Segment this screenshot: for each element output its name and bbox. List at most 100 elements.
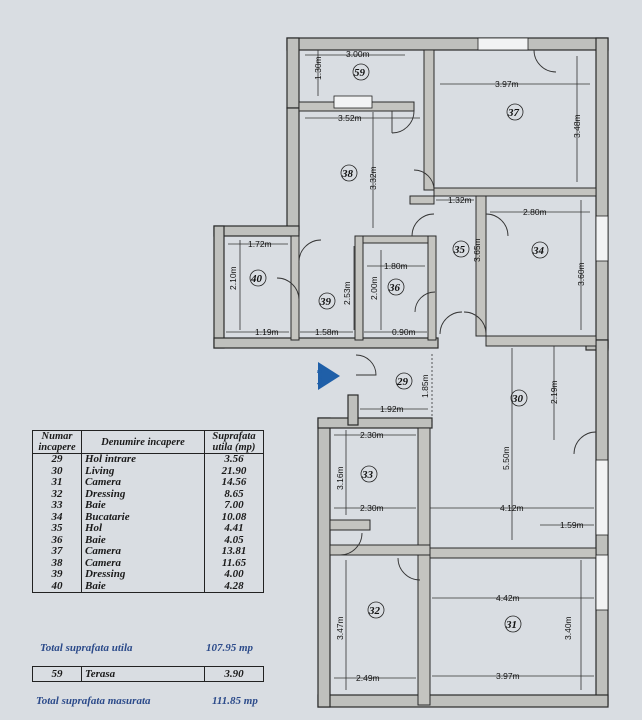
room-area-cell: 13.81 [204, 545, 264, 558]
dim-label: 1.58m [315, 327, 339, 337]
dim-label: 3.97m [496, 671, 520, 681]
room-area-cell: 11.65 [204, 557, 264, 569]
dim-label: 1.92m [380, 404, 404, 414]
room-area-cell: 4.41 [204, 522, 264, 535]
dim-label: 4.12m [500, 503, 524, 513]
total-utila-label: Total suprafata utila [40, 642, 133, 654]
room-number-cell: 40 [32, 580, 82, 593]
room-number-cell: 29 [32, 453, 82, 466]
room-name-cell: Hol intrare [81, 453, 205, 466]
room-number: 31 [505, 619, 517, 631]
dim-label: 3.47m [335, 616, 345, 640]
dim-label: 1.85m [420, 374, 430, 398]
room-number: 59 [354, 67, 366, 79]
dim-label: 3.00m [346, 49, 370, 59]
room-number-cell: 37 [32, 545, 82, 558]
room-name-cell: Baie [81, 580, 205, 593]
dimension-lines [226, 50, 594, 690]
dim-label: 3.52m [338, 113, 362, 123]
dim-label: 1.80m [384, 261, 408, 271]
room-number: 30 [511, 393, 524, 405]
dim-label: 3.60m [576, 262, 586, 286]
room-name-cell: Camera [81, 545, 205, 558]
header-numar: Numar incapere [32, 430, 82, 454]
dim-label: 3.32m [368, 166, 378, 190]
room-area-cell: 21.90 [204, 465, 264, 477]
room-number-cell: 31 [32, 476, 82, 489]
room-name-cell: Camera [81, 476, 205, 489]
room-number: 35 [453, 244, 466, 256]
room-area-cell: 3.56 [204, 453, 264, 466]
doors [276, 49, 597, 581]
room-area-cell: 4.05 [204, 534, 264, 546]
room-number-cell: 39 [32, 568, 82, 581]
room-area-cell: 10.08 [204, 511, 264, 523]
terasa-value: 3.90 [204, 666, 264, 682]
room-number: 32 [368, 605, 381, 617]
dim-label: 5.50m [501, 446, 511, 470]
room-name-cell: Hol [81, 522, 205, 535]
total-utila-value: 107.95 mp [206, 642, 254, 654]
dim-label: 1.32m [448, 195, 472, 205]
dim-label: 2.30m [360, 503, 384, 513]
dim-label: 2.80m [523, 207, 547, 217]
total-masurata-value: 111.85 mp [212, 695, 258, 707]
walls [213, 37, 609, 708]
dim-label: 1.59m [560, 520, 584, 530]
room-area-cell: 4.00 [204, 568, 264, 581]
room-name-cell: Baie [81, 499, 205, 512]
dim-label: 2.49m [356, 673, 380, 683]
dim-label: 2.19m [549, 380, 559, 404]
room-area-cell: 7.00 [204, 499, 264, 512]
dim-label: 2.10m [228, 266, 238, 290]
room-labels: 59 37 38 35 34 40 39 36 29 30 33 32 31 [249, 63, 549, 633]
room-number: 36 [388, 282, 401, 294]
room-number-cell: 35 [32, 522, 82, 535]
total-masurata-label: Total suprafata masurata [36, 695, 151, 707]
room-number: 33 [361, 469, 374, 481]
dim-label: 2.53m [342, 281, 352, 305]
dim-label: 3.97m [495, 79, 519, 89]
terasa-number: 59 [32, 666, 82, 682]
dim-label: 3.48m [572, 114, 582, 138]
dim-label: 0.90m [392, 327, 416, 337]
room-number: 38 [341, 168, 354, 180]
room-number: 34 [532, 245, 545, 257]
terasa-name: Terasa [81, 666, 205, 682]
dim-label: 2.30m [360, 430, 384, 440]
room-number: 29 [396, 376, 409, 388]
dim-label: 3.65m [472, 238, 482, 262]
room-number: 39 [319, 296, 332, 308]
dim-label: 4.42m [496, 593, 520, 603]
entry-label: Ap. 5 [317, 370, 324, 386]
room-area-cell: 14.56 [204, 476, 264, 489]
dim-label: 1.19m [255, 327, 279, 337]
dim-label: 3.40m [563, 616, 573, 640]
room-number: 40 [250, 273, 263, 285]
rooms-table: Numar incapere Denumire incapere Suprafa… [32, 430, 264, 593]
dimension-labels: 3.00m 1.30m 3.97m 3.48m 3.52m 3.32m 1.32… [228, 49, 586, 683]
room-area-cell: 4.28 [204, 580, 264, 593]
room-name-cell: Dressing [81, 568, 205, 581]
entry-marker: Ap. 5 [317, 362, 340, 390]
terasa-row: 59 Terasa 3.90 [32, 666, 264, 682]
dim-label: 1.30m [313, 56, 323, 80]
room-number: 37 [507, 107, 520, 119]
dim-label: 3.16m [335, 466, 345, 490]
header-denumire: Denumire incapere [81, 430, 205, 454]
room-number-cell: 33 [32, 499, 82, 512]
